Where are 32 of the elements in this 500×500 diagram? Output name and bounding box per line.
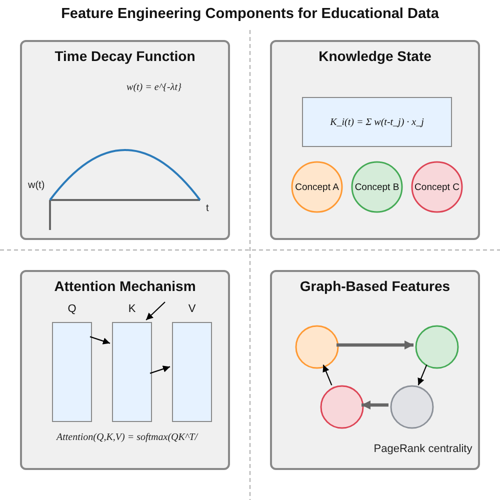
panel-card [270,40,480,240]
concept-circle: Concept A [291,161,343,213]
concept-circle: Concept C [411,161,463,213]
arrow [362,400,388,410]
panel-title: Knowledge State [318,48,432,64]
panel-title: Time Decay Function [54,48,196,64]
diagram-title: Feature Engineering Components for Educational Data [61,6,439,22]
column-label: Q [68,303,76,315]
axis-label: t [206,203,209,214]
arrow [336,340,414,350]
arrow [146,302,166,320]
arrow [150,366,170,374]
formula-text: w(t) = e^{-λt} [126,82,182,93]
panel-title: Graph-Based Features [300,278,450,294]
graph-node-circle [320,385,364,429]
arrow [418,364,428,386]
graph-node-circle [415,325,459,369]
graph-node-circle [390,385,434,429]
graph-node-circle [295,325,339,369]
panel-card [20,40,230,240]
formula-text: Attention(Q,K,V) = softmax(QK^T/ [56,432,198,443]
arrow [322,364,332,386]
panel-card [20,270,230,470]
caption-text: PageRank centrality [374,443,472,455]
arrow [90,336,110,344]
column-label: V [188,303,196,315]
column-label: K [128,303,136,315]
formula-box: K_i(t) = Σ w(t-t_j) · x_j [302,97,452,147]
concept-circle: Concept B [351,161,403,213]
panel-card [270,270,480,470]
axis-label: w(t) [28,180,45,191]
panel-title: Attention Mechanism [54,278,196,294]
